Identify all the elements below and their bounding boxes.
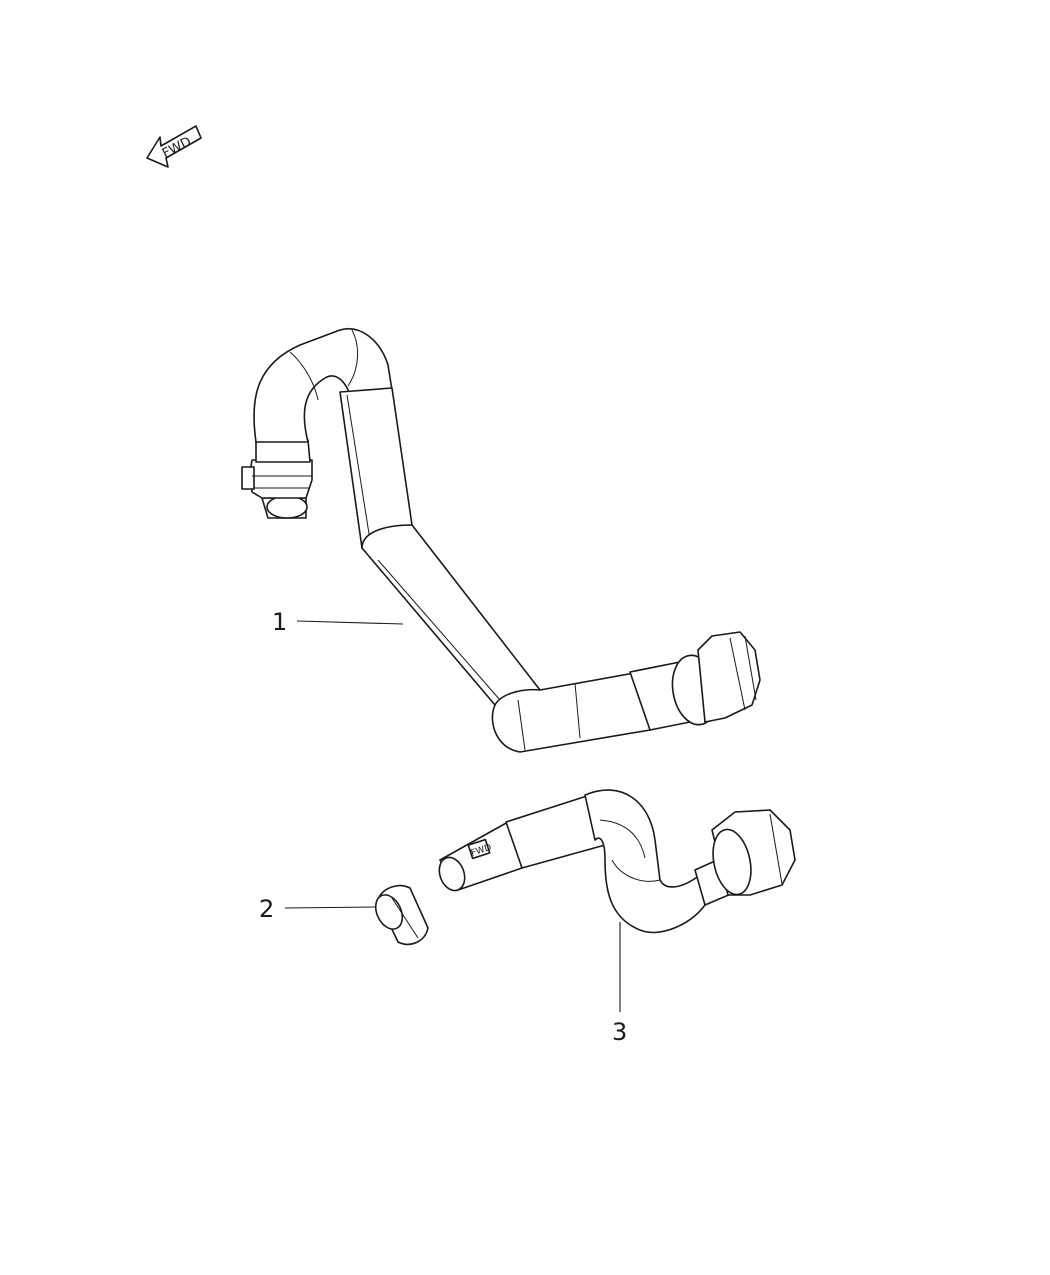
part-3-hose: FWD: [438, 789, 796, 934]
part-1-hose: [241, 327, 761, 753]
callout-2-leader: [284, 906, 377, 909]
callout-3: 3: [612, 1018, 627, 1046]
callout-1-leader: [296, 620, 404, 625]
forward-arrow-icon: FWD: [146, 125, 202, 168]
callout-1: 1: [272, 608, 287, 636]
callout-2: 2: [259, 895, 274, 923]
part-2-clamp: [374, 884, 429, 946]
fwd-label: FWD: [160, 134, 194, 161]
